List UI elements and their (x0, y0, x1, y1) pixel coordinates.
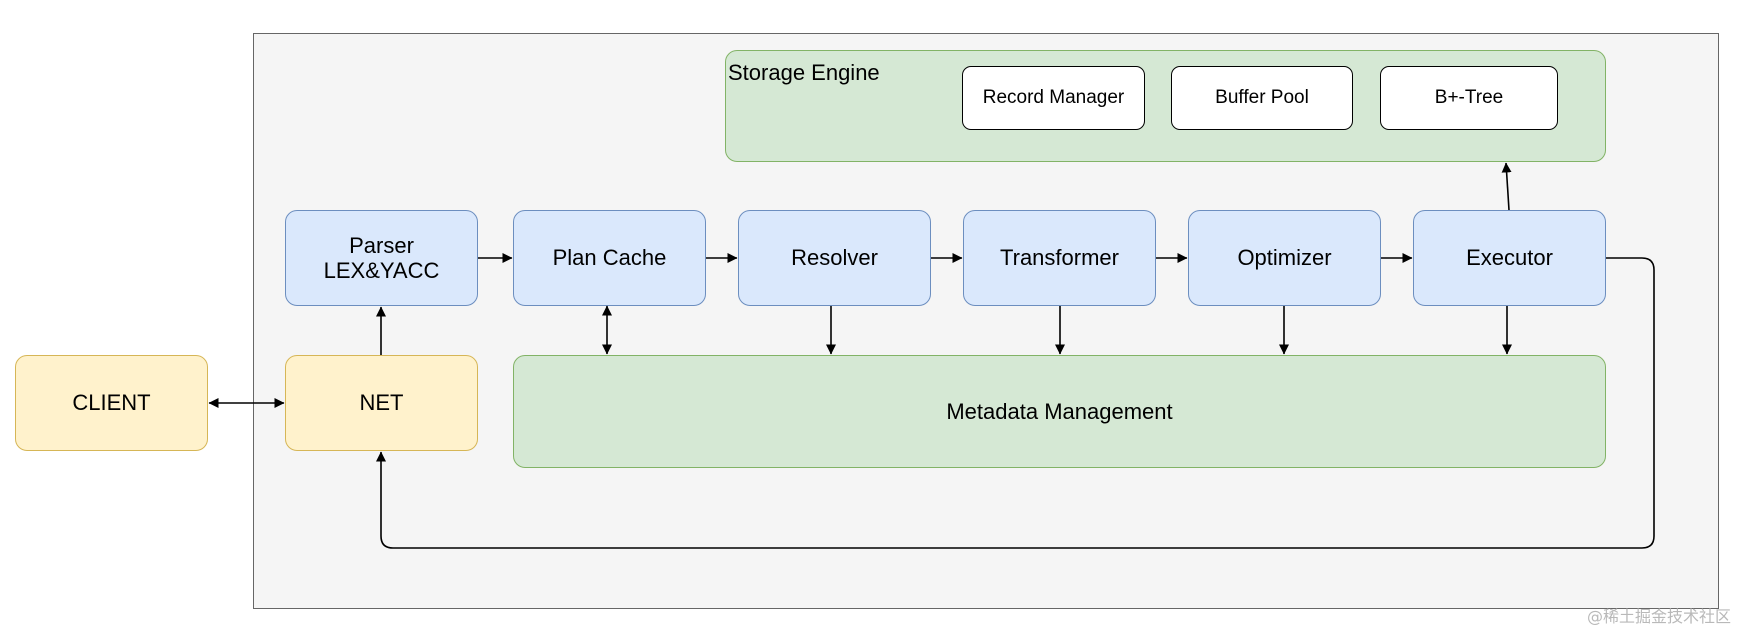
metadata-management-box: Metadata Management (513, 355, 1606, 468)
parser-box: Parser LEX&YACC (285, 210, 478, 306)
storage-engine-title: Storage Engine (728, 60, 880, 85)
watermark: @稀土掘金技术社区 (1586, 607, 1731, 626)
buffer-pool-box: Buffer Pool (1171, 66, 1353, 130)
client-box: CLIENT (15, 355, 208, 451)
transformer-box: Transformer (963, 210, 1156, 306)
record-manager-box: Record Manager (962, 66, 1145, 130)
optimizer-box: Optimizer (1188, 210, 1381, 306)
executor-box: Executor (1413, 210, 1606, 306)
resolver-box: Resolver (738, 210, 931, 306)
executor-to-storage-arrow (1501, 162, 1512, 211)
net-box: NET (285, 355, 478, 451)
executor-to-net-loop-arrow (376, 257, 1655, 549)
btree-box: B+-Tree (1380, 66, 1558, 130)
plan-cache-box: Plan Cache (513, 210, 706, 306)
